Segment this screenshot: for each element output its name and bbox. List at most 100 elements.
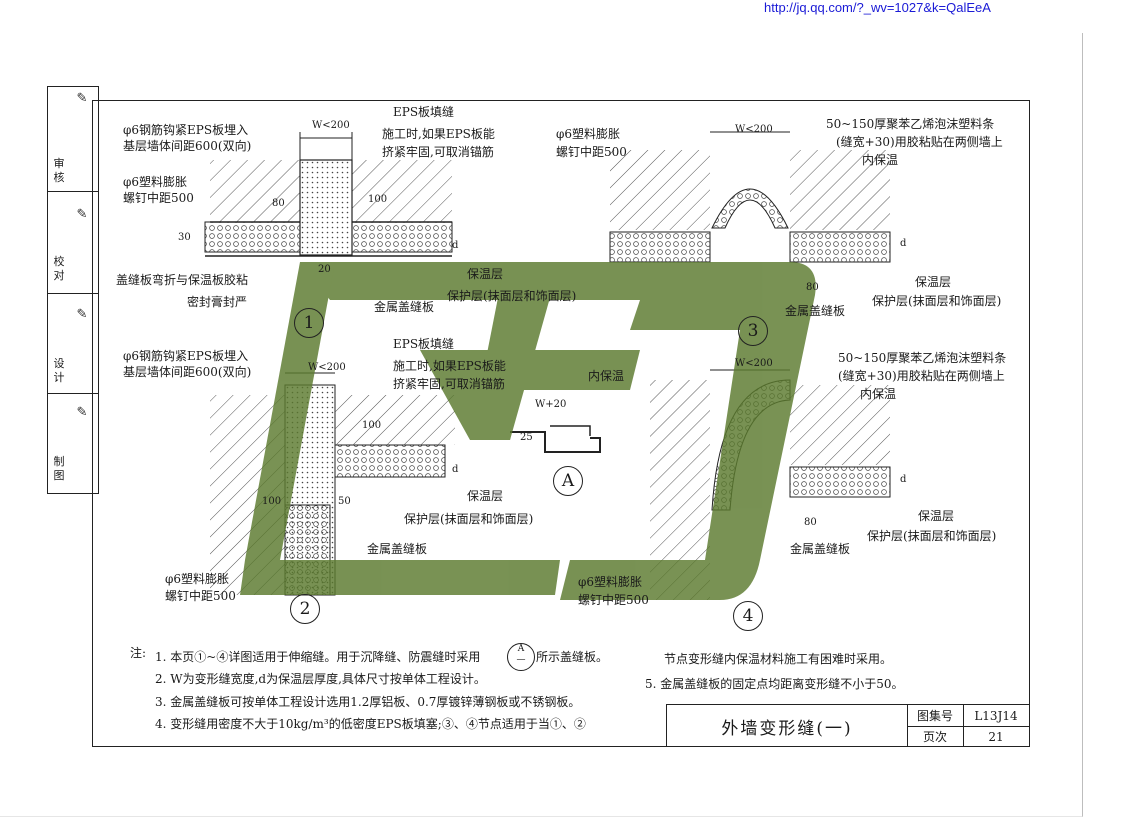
d3-inner-label: 内保温 — [862, 153, 899, 167]
d3-anchor-label: φ6塑料膨胀 — [556, 127, 621, 141]
d3-strip-label: 50~150厚聚苯乙烯泡沫塑料条 — [826, 117, 995, 131]
atlas-number-label: 图集号 — [907, 705, 964, 727]
d2-anchor-label: φ6塑料膨胀 — [165, 572, 230, 586]
d1-anchor-label-2: 螺钉中距500 — [123, 191, 194, 205]
d4-dim-d: d — [900, 474, 907, 485]
d2-rebar-label: φ6钢筋钩紧EPS板埋入 — [123, 349, 249, 363]
d2-dim-100b: 100 — [262, 496, 282, 507]
d2-note-label: 施工时,如果EPS板能 — [393, 359, 506, 373]
d1-anchor-label: φ6塑料膨胀 — [123, 175, 188, 189]
d2-eps-label: EPS板填缝 — [393, 337, 455, 351]
note-5: 5. 金属盖缝板的固定点均距离变形缝不小于50。 — [645, 677, 904, 691]
drawing-title: 外墙变形缝(一) — [667, 705, 908, 747]
note-1-symbol-bottom: — — [516, 655, 526, 665]
d1-sealant-label: 密封膏封严 — [187, 295, 248, 309]
stamp-divider — [48, 393, 98, 394]
d3-dim-80: 80 — [806, 282, 819, 293]
d4-inner-label: 内保温 — [860, 387, 897, 401]
stamp-divider — [48, 293, 98, 294]
d2-anchor-label-2: 螺钉中距500 — [165, 589, 236, 603]
d3-anchor-label-2: 螺钉中距500 — [556, 145, 627, 159]
note-1b: 所示盖缝板。 — [536, 650, 609, 664]
d2-dim-50: 50 — [338, 496, 351, 507]
source-url[interactable]: http://jq.qq.com/?_wv=1027&k=QalEeA — [764, 0, 991, 15]
note-2: 2. W为变形缝宽度,d为保温层厚度,具体尺寸按单体工程设计。 — [155, 672, 486, 686]
approval-stamp: 审核 ✎ 校对 ✎ 设计 ✎ 制图 ✎ — [47, 86, 99, 494]
d1-note-label-2: 挤紧牢固,可取消锚筋 — [382, 145, 494, 159]
d1-dim-100: 100 — [368, 194, 388, 205]
d1-insulation-label: 保温层 — [467, 267, 504, 281]
note-1-symbol-top: A — [517, 644, 525, 654]
detail-2-number: 2 — [290, 594, 320, 624]
note-3: 3. 金属盖缝板可按单体工程设计选用1.2厚铝板、0.7厚镀锌薄钢板或不锈钢板。 — [155, 695, 581, 709]
stamp-label-review: 审核 — [53, 157, 65, 184]
d1-metal-label: 金属盖缝板 — [374, 300, 435, 314]
d4-dim-w: W<200 — [735, 358, 773, 369]
d2-note-label-2: 挤紧牢固,可取消锚筋 — [393, 377, 505, 391]
detail-3-number: 3 — [738, 316, 768, 346]
d4-anchor-label-2: 螺钉中距500 — [578, 593, 649, 607]
stamp-divider — [48, 191, 98, 192]
detail-4-number: 4 — [733, 601, 763, 631]
d4-protect-label: 保护层(抹面层和饰面层) — [867, 529, 997, 543]
d1-dim-d: d — [452, 240, 459, 251]
dA-dim-25: 25 — [520, 432, 533, 443]
dA-inner-label: 内保温 — [588, 369, 625, 383]
page-number-value: 21 — [988, 729, 1004, 744]
notes-prefix: 注: — [130, 646, 147, 660]
page-number-label: 页次 — [907, 726, 964, 747]
d1-dim-20: 20 — [318, 264, 331, 275]
d2-dim-100a: 100 — [362, 420, 382, 431]
detail-1-number: 1 — [294, 308, 324, 338]
d4-dim-80: 80 — [804, 517, 817, 528]
d1-eps-label: EPS板填缝 — [393, 105, 455, 119]
d3-dim-d: d — [900, 238, 907, 249]
stamp-signature-review: ✎ — [76, 91, 88, 106]
d1-dim-w: W<200 — [312, 120, 350, 131]
atlas-number-value: L13J14 — [963, 705, 1029, 727]
d3-metal-label: 金属盖缝板 — [785, 304, 846, 318]
d2-protect-label: 保护层(抹面层和饰面层) — [404, 512, 534, 526]
d4-metal-label: 金属盖缝板 — [790, 542, 851, 556]
title-block: 外墙变形缝(一) 图集号 L13J14 页次 21 — [666, 704, 1029, 747]
d4-strip-label: 50~150厚聚苯乙烯泡沫塑料条 — [838, 351, 1007, 365]
stamp-label-check: 校对 — [53, 255, 65, 282]
sheet-border — [0, 33, 1083, 817]
detail-3-drawing — [609, 131, 891, 263]
d1-dim-80: 80 — [272, 198, 285, 209]
detail-A-drawing — [510, 425, 601, 453]
d2-metal-label: 金属盖缝板 — [367, 542, 428, 556]
stamp-signature-draft: ✎ — [76, 405, 88, 420]
d2-dim-d: d — [452, 464, 459, 475]
d1-dim-30: 30 — [178, 232, 191, 243]
d1-cover-fold-label: 盖缝板弯折与保温板胶粘 — [116, 273, 249, 287]
note-1-symbol: A — — [507, 643, 535, 671]
watermark-logo — [240, 262, 816, 600]
d2-rebar-label-2: 基层墙体间距600(双向) — [123, 365, 252, 379]
d4-anchor-label: φ6塑料膨胀 — [578, 575, 643, 589]
d4-insulation-label: 保温层 — [918, 509, 955, 523]
note-4: 4. 变形缝用密度不大于10kg/m³的低密度EPS板填塞;③、④节点适用于当①… — [155, 717, 586, 731]
drawing-frame — [92, 100, 1030, 747]
detail-A-letter: A — [553, 466, 583, 496]
d3-strip-label-2: (缝宽+30)用胶粘贴在两侧墙上 — [836, 135, 1003, 149]
dA-dim-w20: W+20 — [535, 399, 567, 410]
d1-protect-label: 保护层(抹面层和饰面层) — [447, 289, 577, 303]
d1-note-label: 施工时,如果EPS板能 — [382, 127, 495, 141]
stamp-signature-check: ✎ — [76, 207, 88, 222]
detail-1-drawing — [204, 132, 453, 257]
d4-strip-label-2: (缝宽+30)用胶粘贴在两侧墙上 — [838, 369, 1005, 383]
note-4-continued: 节点变形缝内保温材料施工有困难时采用。 — [664, 652, 893, 666]
d1-rebar-label: φ6钢筋钩紧EPS板埋入 — [123, 123, 249, 137]
stamp-label-design: 设计 — [53, 357, 65, 384]
d2-insulation-label: 保温层 — [467, 489, 504, 503]
d3-protect-label: 保护层(抹面层和饰面层) — [872, 294, 1002, 308]
stamp-label-draft: 制图 — [53, 455, 65, 482]
note-1a: 1. 本页①~④详图适用于伸缩缝。用于沉降缝、防震缝时采用 — [155, 650, 481, 664]
stamp-signature-design: ✎ — [76, 307, 88, 322]
d2-dim-w: W<200 — [308, 362, 346, 373]
d1-rebar-label-2: 基层墙体间距600(双向) — [123, 139, 252, 153]
d3-insulation-label: 保温层 — [915, 275, 952, 289]
d3-dim-w: W<200 — [735, 124, 773, 135]
